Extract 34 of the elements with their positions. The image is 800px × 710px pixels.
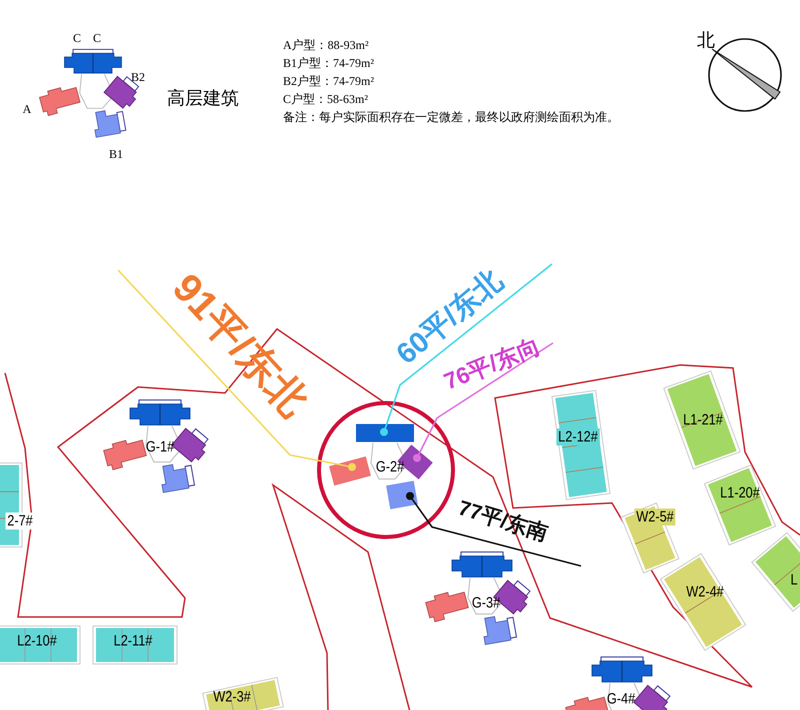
callout-text: 77平/东南 bbox=[456, 497, 550, 545]
leader-line bbox=[380, 263, 552, 436]
legend-text: A户型：88-93m² bbox=[283, 39, 369, 51]
building-number: L1-20# bbox=[720, 486, 760, 500]
leader-line bbox=[406, 492, 582, 567]
unit-type-label: B2 bbox=[131, 71, 145, 83]
unit-type-label: C bbox=[93, 32, 101, 44]
building-number: G-3# bbox=[472, 596, 500, 610]
leader-line bbox=[413, 342, 554, 462]
unit-type-label: C bbox=[73, 32, 81, 44]
building-number: G-1# bbox=[146, 440, 174, 454]
building-number: G-2# bbox=[376, 460, 404, 474]
building-number: W2-4# bbox=[686, 584, 724, 600]
legend-text: B1户型：74-79m² bbox=[283, 57, 374, 69]
legend-text: C户型：58-63m² bbox=[283, 93, 368, 105]
building-number: L2-12# bbox=[556, 428, 600, 446]
building-number: W2-3# bbox=[213, 690, 251, 704]
building-number: L2-11# bbox=[114, 634, 152, 648]
north-label: 北 bbox=[697, 31, 715, 49]
legend-text: B2户型：74-79m² bbox=[283, 75, 374, 87]
apartment-unit bbox=[356, 424, 414, 442]
building-number: L bbox=[790, 572, 798, 588]
building-number: G-4# bbox=[606, 692, 636, 706]
leader-line bbox=[117, 269, 356, 471]
legend-heading: 高层建筑 bbox=[167, 89, 239, 107]
apartment-unit bbox=[386, 480, 418, 510]
building-number: W2-5# bbox=[634, 508, 676, 526]
unit-type-label: B1 bbox=[109, 148, 123, 160]
building-number: L1-21# bbox=[683, 412, 723, 428]
legend-text: 备注：每户实际面积存在一定微差，最终以政府测绘面积为准。 bbox=[283, 111, 619, 123]
callout-text: 91平/东北 bbox=[166, 267, 314, 423]
building-number: L2-10# bbox=[17, 634, 57, 648]
building-number: 2-7# bbox=[6, 512, 34, 530]
unit-type-label: A bbox=[22, 103, 32, 115]
